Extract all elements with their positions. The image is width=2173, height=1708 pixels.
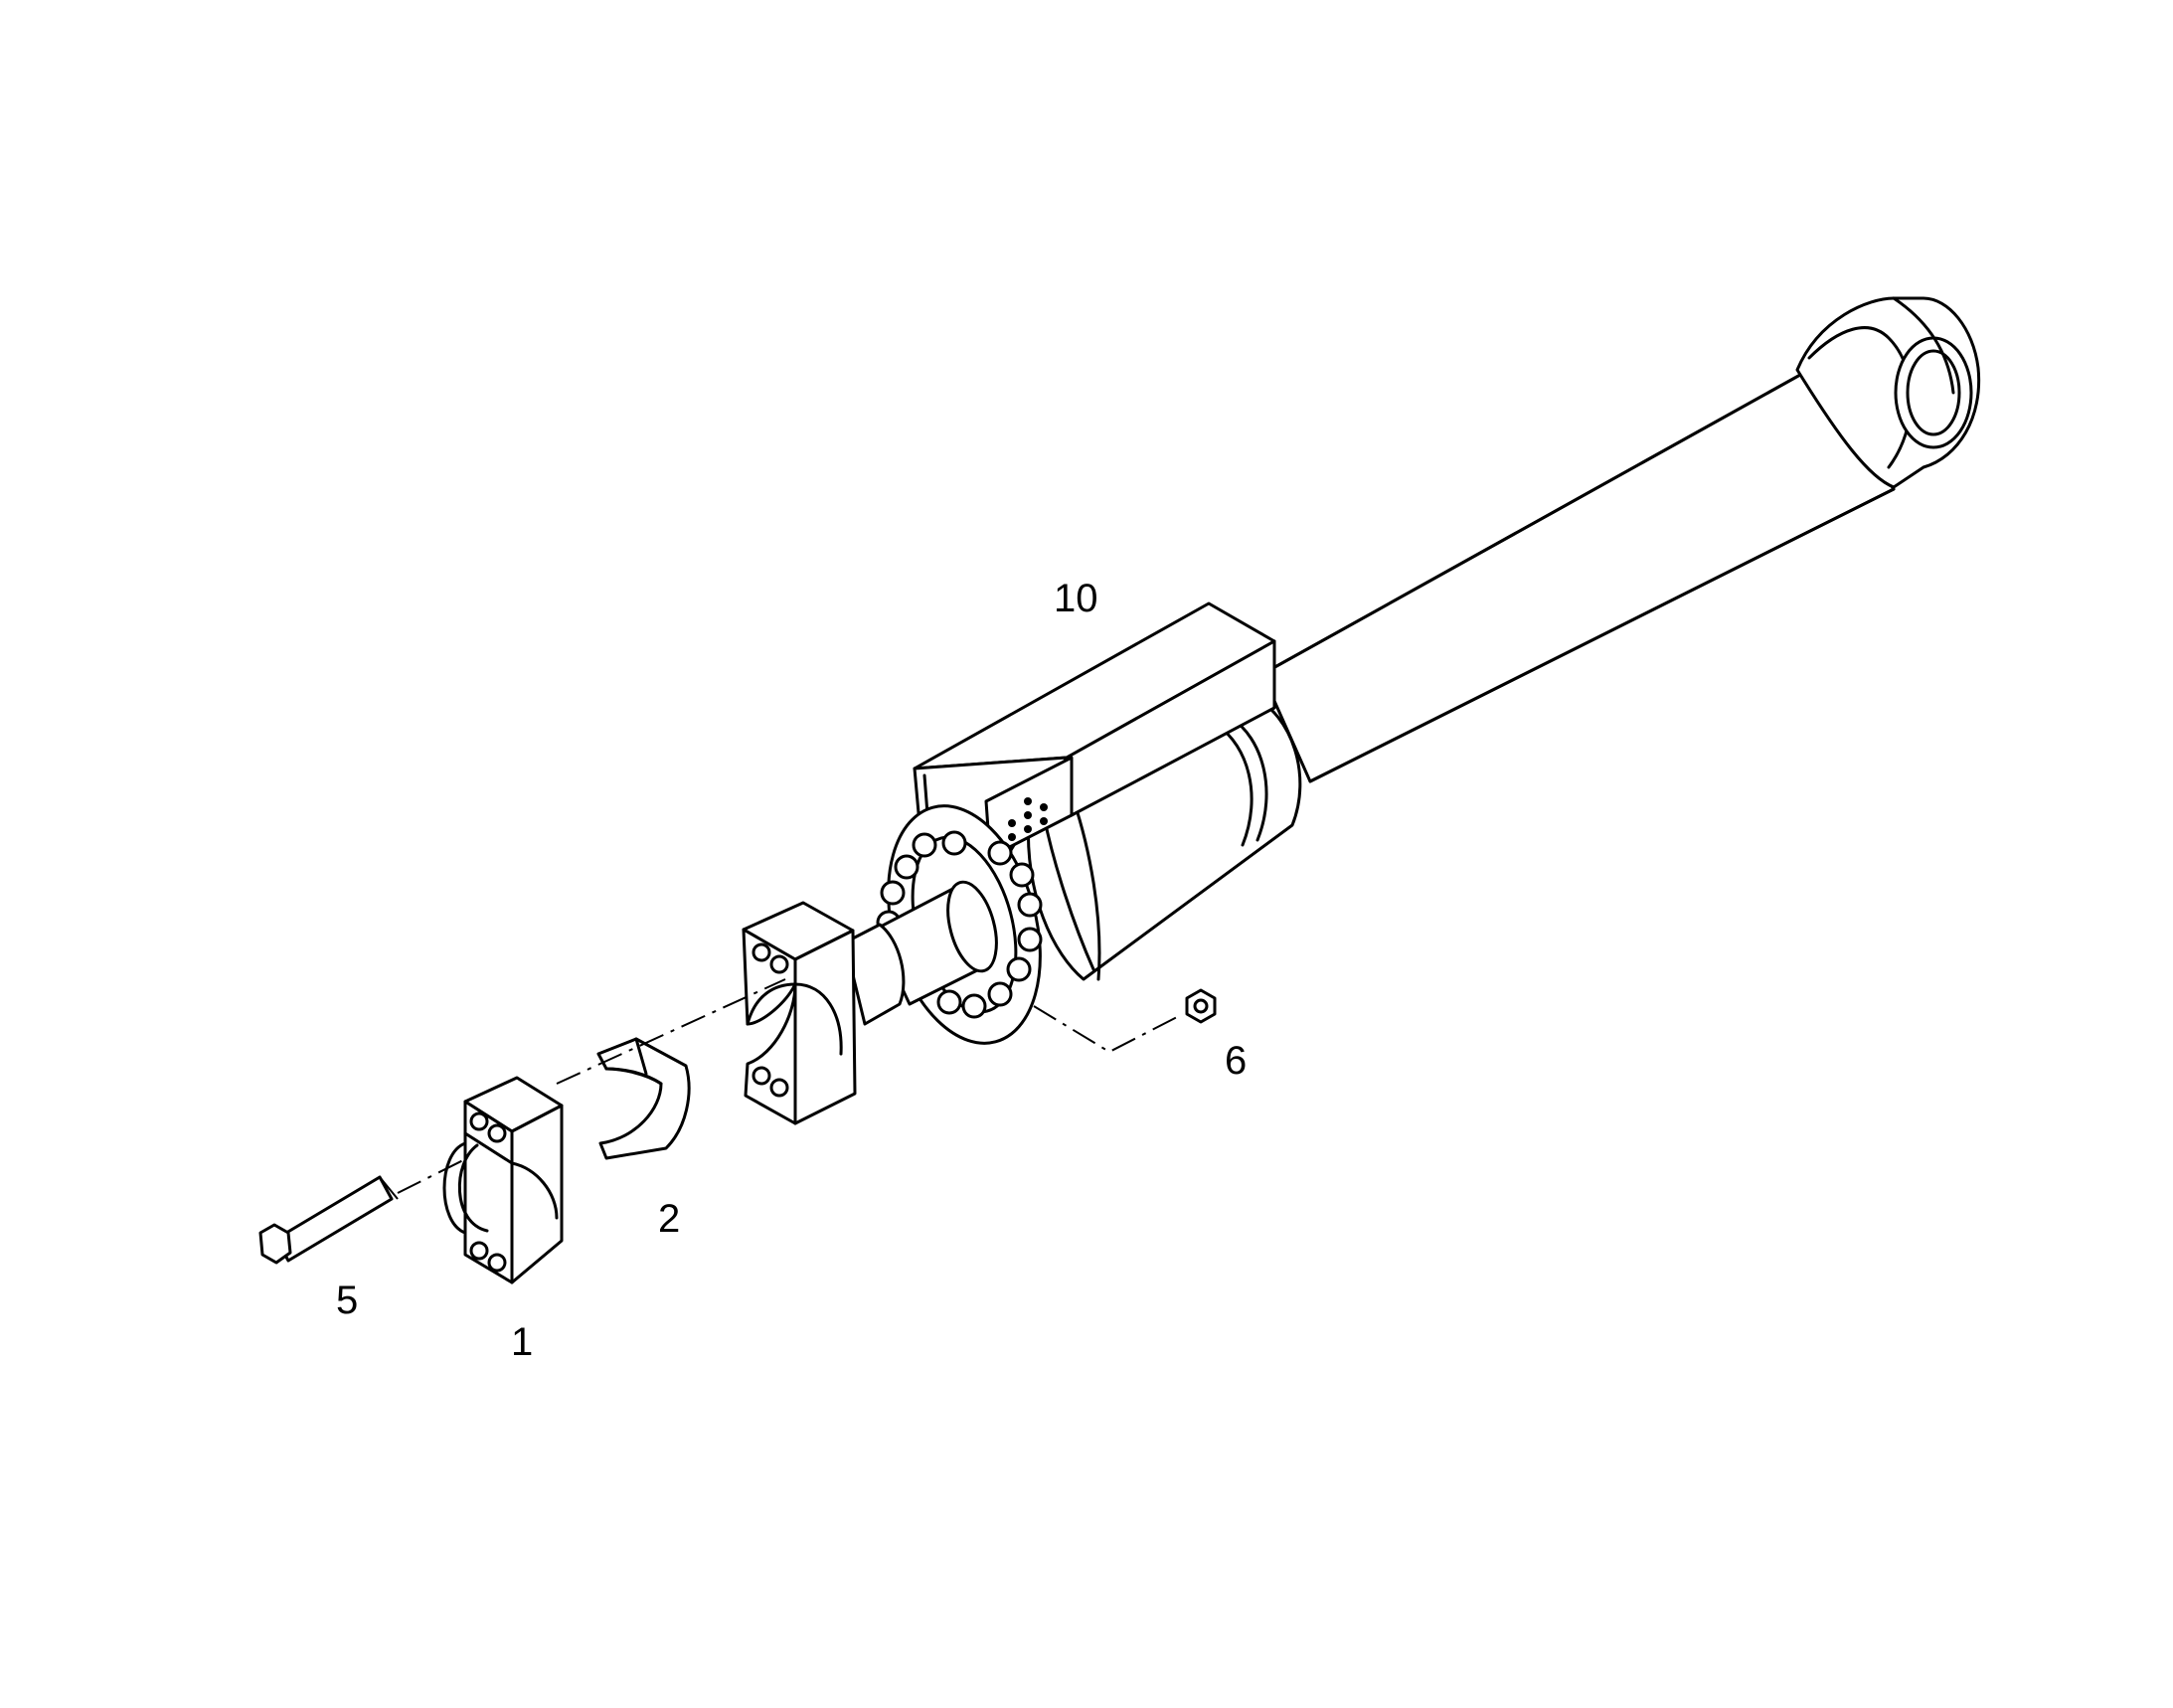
callout-label-6: 6 <box>1225 1039 1248 1083</box>
callout-label-1: 1 <box>511 1320 534 1364</box>
mounting-bracket <box>913 601 1276 897</box>
clamp-shaft <box>843 880 998 1026</box>
assembly-centerlines <box>397 978 1184 1194</box>
callout-label-10: 10 <box>1054 577 1098 620</box>
rod-eye <box>1795 296 1981 489</box>
bolt <box>258 1175 399 1265</box>
bearing-shell <box>596 1037 691 1160</box>
callout-label-5: 5 <box>336 1279 359 1322</box>
nut <box>1185 988 1217 1024</box>
callout-label-2: 2 <box>658 1197 681 1241</box>
flange-bolts <box>876 830 1043 1019</box>
fixed-clamp-half <box>742 901 857 1125</box>
piston-rod <box>1260 368 1896 783</box>
removable-clamp-half <box>442 1076 564 1284</box>
